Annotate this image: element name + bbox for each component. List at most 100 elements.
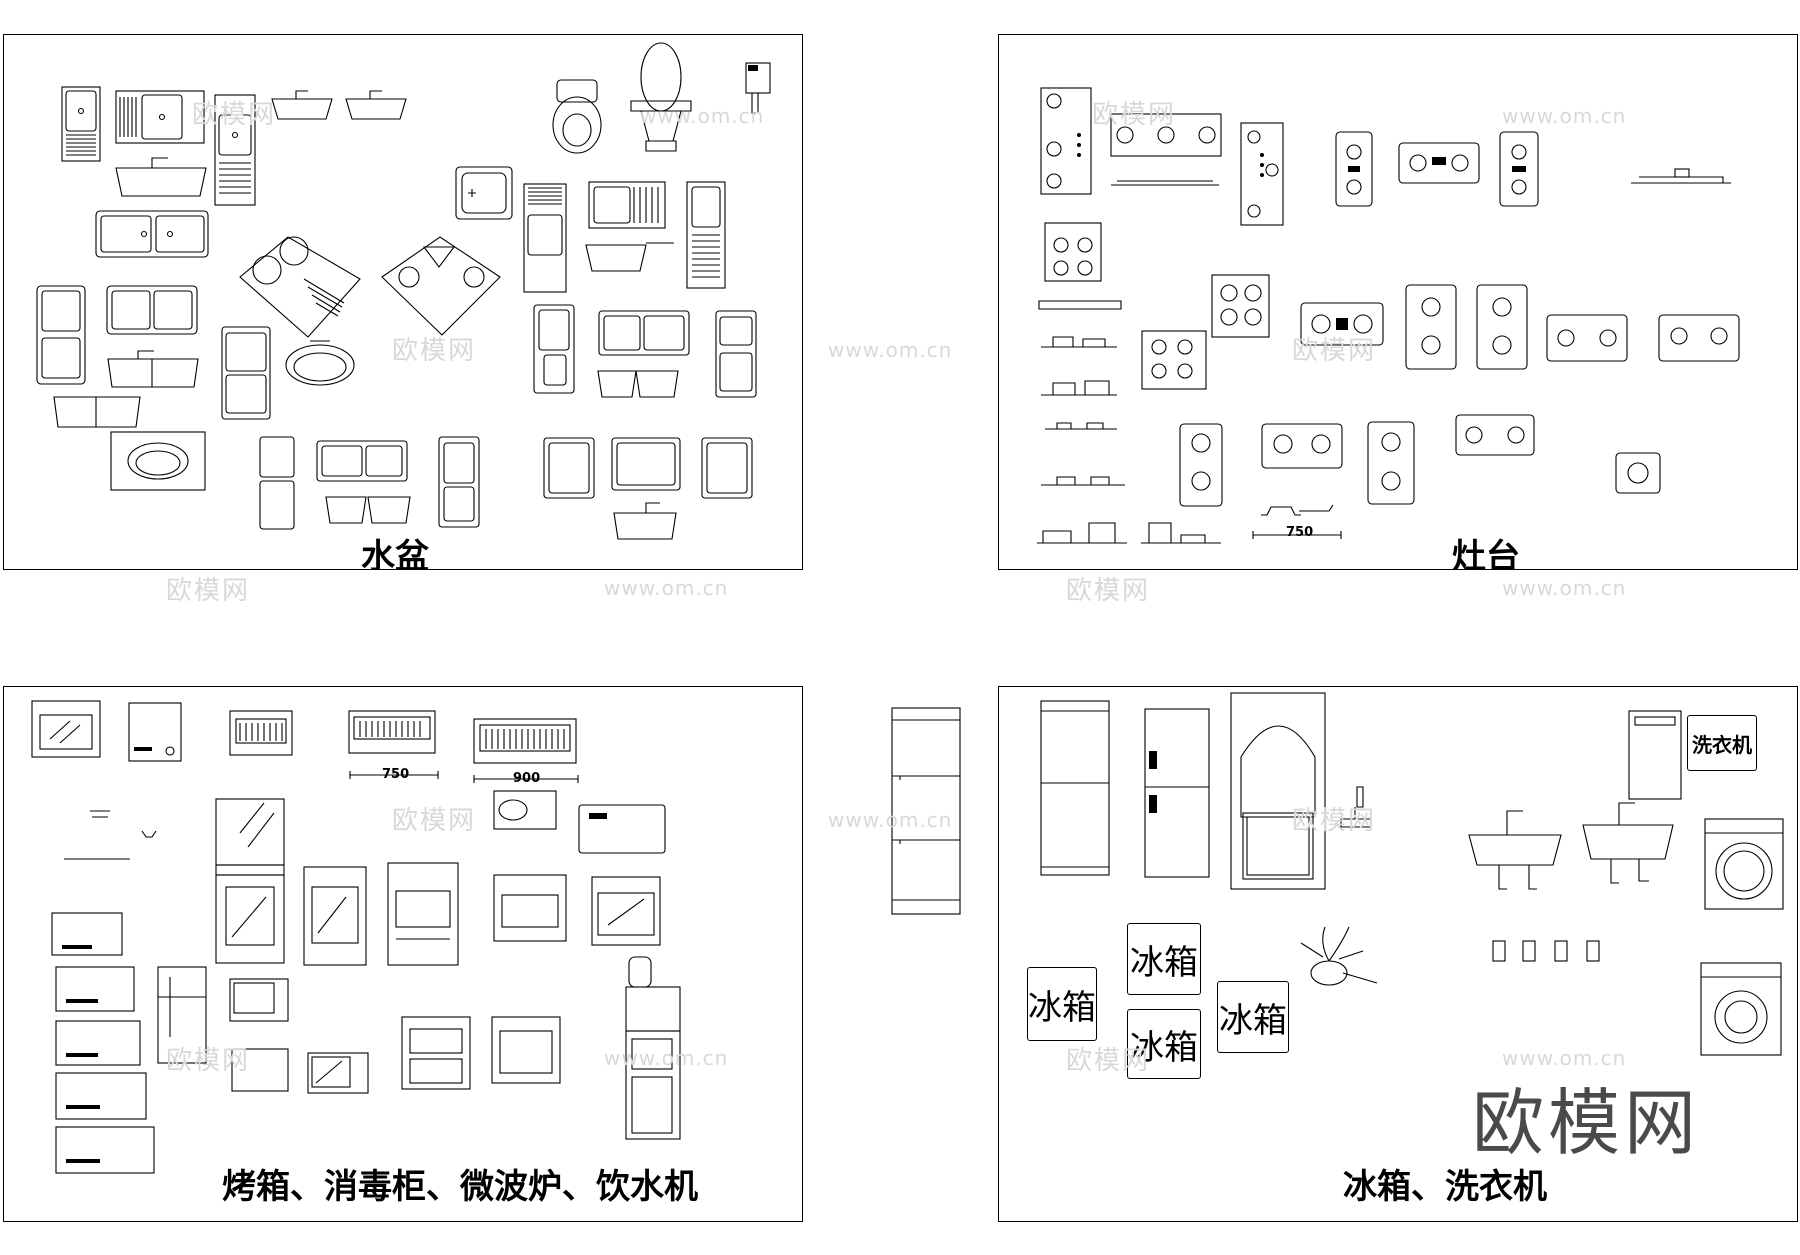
- watermark-brand-5: 欧模网: [166, 576, 251, 606]
- sink-vertical-drain: [686, 181, 726, 289]
- oven-range-2: [303, 862, 661, 966]
- faucet-side: [1340, 786, 1372, 828]
- sink-double-horizontal-3: [316, 440, 411, 524]
- stove-elevation-top: [1631, 168, 1731, 184]
- watermark-url-5: www.om.cn: [604, 576, 729, 600]
- label-fridge-4: 冰箱: [1217, 981, 1289, 1053]
- sink-square-small: [455, 166, 513, 220]
- fridge-double-door: [1144, 708, 1210, 878]
- wall-oven-double: [401, 1016, 561, 1090]
- watermark-brand-4: 欧模网: [1292, 336, 1377, 366]
- stove-3burner-horizontal: [1110, 113, 1222, 186]
- small-parts: [64, 810, 157, 860]
- sink-double-basin: [95, 210, 209, 258]
- washer-front-loader: [1700, 818, 1784, 1056]
- watermark-url-9: www.om.cn: [604, 1046, 729, 1070]
- sink-double-vertical: [36, 285, 86, 385]
- sink-elevation-faucet: [1468, 802, 1674, 890]
- stove-bottom-row: [1179, 414, 1661, 516]
- panel-title-stoves: 灶台: [1452, 537, 1520, 570]
- door-panel: [1230, 692, 1326, 890]
- disinfection-cabinet: [229, 710, 577, 764]
- sink-double-with-drain: [585, 181, 674, 272]
- sink-single-square: [543, 437, 753, 540]
- sink-drawings: [36, 42, 771, 540]
- dimension-750-cabinet: 750: [382, 767, 410, 782]
- washbasin-oval: [285, 340, 355, 386]
- watermark-url-3: www.om.cn: [828, 338, 953, 362]
- faucet-fixtures: [1492, 940, 1600, 962]
- sink-vertical-single: [533, 304, 575, 394]
- sink-vertical-right: [715, 310, 757, 398]
- watermark-brand-2: 欧模网: [1092, 100, 1177, 130]
- label-fridge-3: 冰箱: [1127, 1009, 1201, 1079]
- panel-title-sinks: 水盆: [361, 537, 429, 570]
- dimension-750-stove: 750: [1286, 525, 1314, 540]
- plant-decor: [1300, 926, 1378, 986]
- fridge-tall: [1040, 700, 1110, 876]
- panel-title-ovens: 烤箱、消毒柜、微波炉、饮水机: [222, 1167, 698, 1207]
- panel-sinks: 水盆: [3, 34, 803, 570]
- panel-stoves: 750 灶台: [998, 34, 1798, 570]
- watermark-brand-8: 欧模网: [1292, 806, 1377, 836]
- fridge-standalone: [891, 707, 961, 915]
- sink-elevation-small: [115, 90, 407, 197]
- sink-drain-vertical: [523, 183, 567, 293]
- watermark-brand-6: 欧模网: [1066, 576, 1151, 606]
- gas-range-tall: [215, 798, 285, 964]
- range-hood-control: [493, 790, 666, 854]
- panel-title-fridge-washer: 冰箱、洗衣机: [1343, 1167, 1547, 1207]
- washbasin-counter: [110, 431, 206, 491]
- sink-corner-left: [239, 236, 361, 338]
- sink-corner-right: [381, 236, 501, 336]
- stove-4burner-frame: [1141, 274, 1270, 390]
- stove-2burner-sq: [1335, 131, 1539, 207]
- sink-square-drainboard: [214, 94, 256, 206]
- stove-2burner-row: [1300, 284, 1740, 370]
- oven-front-small: [31, 700, 101, 758]
- stove-3burner-vertical: [1040, 87, 1092, 195]
- faucet-detail: [745, 62, 771, 114]
- fridge-small: [157, 966, 207, 1064]
- brand-logo: 欧模网: [1472, 1081, 1701, 1165]
- microwave-national: [229, 978, 369, 1094]
- dimension-lines: [349, 771, 579, 783]
- stove-elevations: [1037, 300, 1221, 544]
- stove-4burner-tall: [1240, 122, 1284, 226]
- watermark-url-7: www.om.cn: [828, 808, 953, 832]
- panel-fridge-washer: 冰箱 冰箱 冰箱 冰箱 洗衣机 冰箱、洗衣机: [998, 686, 1798, 1222]
- label-fridge-2: 冰箱: [1127, 923, 1201, 995]
- oven-drawings: [31, 700, 681, 1174]
- watermark-brand-10: 欧模网: [1066, 1046, 1151, 1076]
- dimension-line-750: [1252, 531, 1342, 539]
- sink-double-elevation: [53, 350, 199, 428]
- watermark-url-2: www.om.cn: [1502, 104, 1627, 128]
- water-dispenser: [625, 956, 681, 1140]
- sink-vertical-double-3: [438, 436, 480, 528]
- cooker-panel: [128, 702, 182, 762]
- sink-double-drainboard: [115, 90, 205, 144]
- watermark-brand-1: 欧模网: [192, 100, 277, 130]
- stove-drawings: [1037, 87, 1740, 544]
- sink-double-horizontal-2: [597, 310, 690, 398]
- watermark-brand-9: 欧模网: [166, 1046, 251, 1076]
- sink-double-horizontal: [106, 285, 198, 335]
- label-washer: 洗衣机: [1687, 715, 1757, 771]
- fridge-washer-drawings: [1040, 692, 1784, 1056]
- dimension-900-cabinet: 900: [513, 771, 541, 786]
- watermark-brand-3: 欧模网: [392, 336, 477, 366]
- sink-l-vertical: [259, 436, 295, 530]
- watermark-url-10: www.om.cn: [1502, 1046, 1627, 1070]
- sink-vertical-double-2: [221, 326, 271, 420]
- washer-top-loader: [1628, 710, 1682, 800]
- stove-4burner-square: [1044, 222, 1102, 282]
- watermark-brand-7: 欧模网: [392, 806, 477, 836]
- toilet-elevation: [630, 42, 692, 152]
- sink-single-drainboard: [61, 86, 101, 162]
- watermark-url-6: www.om.cn: [1502, 576, 1627, 600]
- toilet-plan: [552, 79, 602, 154]
- watermark-url-1: www.om.cn: [640, 104, 765, 128]
- label-fridge-1: 冰箱: [1027, 967, 1097, 1041]
- panel-ovens: 750 900 烤箱、消毒柜、微波炉、饮水机: [3, 686, 803, 1222]
- dishwasher-units: [51, 912, 155, 1174]
